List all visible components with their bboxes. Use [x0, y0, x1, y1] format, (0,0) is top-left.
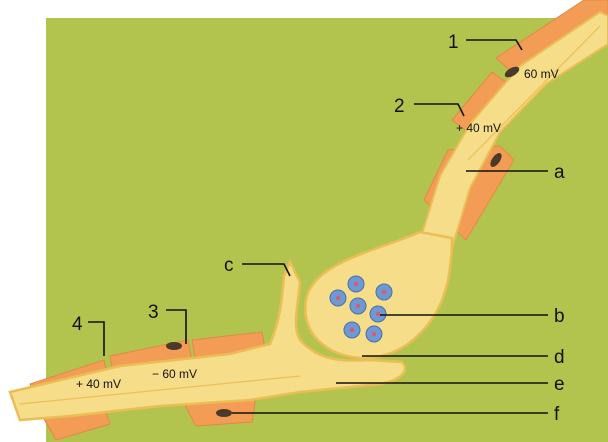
label-2: 2 [394, 96, 405, 117]
label-a: a [554, 162, 565, 183]
vesicle [370, 306, 386, 322]
label-f: f [554, 404, 560, 425]
label-1: 1 [448, 32, 459, 53]
vesicle [348, 276, 364, 292]
vesicle [330, 290, 346, 306]
myelin-nucleus-lower-2 [216, 409, 232, 417]
vesicle [376, 284, 392, 300]
myelin-nucleus-lower-1 [166, 342, 182, 350]
label-e: e [554, 374, 565, 395]
label-c: c [224, 255, 234, 276]
label-4: 4 [72, 314, 83, 335]
vesicle [350, 298, 366, 314]
label-b: b [554, 306, 565, 327]
voltage-lower-resting: − 60 mV [152, 367, 197, 381]
voltage-lower-active: + 40 mV [76, 377, 121, 391]
label-3: 3 [148, 302, 159, 323]
vesicle [366, 326, 382, 342]
label-d: d [554, 347, 565, 368]
voltage-upper-resting: 60 mV [524, 67, 559, 81]
voltage-upper-active: + 40 mV [456, 121, 501, 135]
vesicle [344, 322, 360, 338]
